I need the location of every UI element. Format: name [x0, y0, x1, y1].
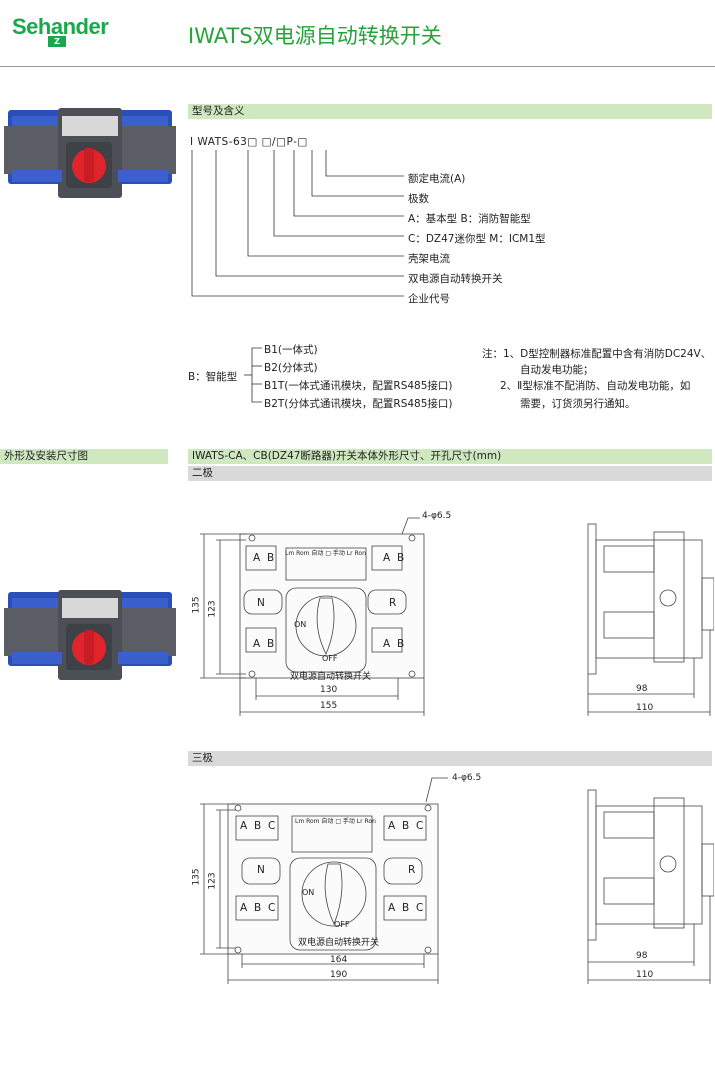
smart-option-b1: B1(一体式)	[264, 344, 318, 356]
model-meaning-type-cm: C：DZ47迷你型 M：ICM1型	[408, 233, 546, 245]
two-pole-hole-spec: 4-φ6.5	[422, 511, 452, 521]
three-pole-term-b-top-r: B	[402, 820, 410, 832]
smart-option-b2: B2(分体式)	[264, 362, 318, 374]
three-pole-indicators: Lm Rom 自动 □ 手动 Lr Ron	[295, 818, 376, 825]
three-pole-term-b-bottom-r: B	[402, 902, 410, 914]
two-pole-off-label: OFF	[322, 654, 338, 663]
three-pole-heading: 三极	[188, 751, 712, 766]
note-line-1: 注：1、D型控制器标准配置中含有消防DC24V、	[482, 348, 712, 360]
three-pole-width-outer: 190	[330, 970, 348, 980]
three-pole-side-n: N	[257, 864, 265, 876]
three-pole-depth-inner: 98	[636, 951, 648, 961]
page-title: IWATS双电源自动转换开关	[188, 24, 442, 48]
two-pole-term-b-top: B	[267, 552, 275, 564]
brand-mark-icon: Z	[48, 36, 66, 47]
smart-option-b2t: B2T(分体式通讯模块，配置RS485接口)	[264, 398, 453, 410]
two-pole-term-a-bottom-r: A	[383, 638, 391, 650]
three-pole-term-a-bottom: A	[240, 902, 248, 914]
model-meaning-rated-current: 额定电流(A)	[408, 173, 466, 185]
smart-option-b1t: B1T(一体式通讯模块，配置RS485接口)	[264, 380, 453, 392]
model-meaning-product: 双电源自动转换开关	[408, 273, 503, 285]
two-pole-width-outer: 155	[320, 701, 338, 711]
model-meaning-type-ab: A：基本型 B：消防智能型	[408, 213, 531, 225]
three-pole-width-inner: 164	[330, 955, 348, 965]
two-pole-term-a-top-r: A	[383, 552, 391, 564]
product-photo-bottom	[4, 590, 176, 680]
model-section-heading: 型号及含义	[188, 104, 712, 119]
dimension-heading: IWATS-CA、CB(DZ47断路器)开关本体外形尺寸、开孔尺寸(mm)	[188, 449, 712, 464]
three-pole-term-c-bottom-r: C	[416, 902, 424, 914]
three-pole-term-a-top: A	[240, 820, 248, 832]
two-pole-width-inner: 130	[320, 685, 338, 695]
note-line-2: 自动发电功能；	[520, 364, 594, 376]
three-pole-side-drawing	[587, 789, 714, 984]
three-pole-term-c-top: C	[268, 820, 276, 832]
three-pole-height-inner: 123	[207, 872, 218, 890]
three-pole-height-outer: 135	[191, 868, 202, 886]
three-pole-hole-spec: 4-φ6.5	[452, 773, 482, 783]
model-meaning-poles: 极数	[408, 193, 429, 205]
product-photo-top	[4, 108, 176, 198]
two-pole-indicators: Lm Rom 自动 □ 手动 Lr Ron	[285, 550, 366, 557]
three-pole-term-a-top-r: A	[388, 820, 396, 832]
two-pole-term-a-top: A	[253, 552, 261, 564]
model-meaning-frame-current: 壳架电流	[408, 253, 450, 265]
two-pole-side-n: N	[257, 597, 265, 609]
two-pole-depth-outer: 110	[636, 703, 654, 713]
two-pole-side-r: R	[389, 597, 397, 609]
two-pole-depth-inner: 98	[636, 684, 648, 694]
two-pole-term-b-top-r: B	[397, 552, 405, 564]
three-pole-term-c-bottom: C	[268, 902, 276, 914]
note-line-4: 需要，订货须另行通知。	[520, 398, 636, 410]
two-pole-heading: 二极	[188, 466, 712, 481]
header-divider	[0, 66, 715, 67]
smart-type-label: B：智能型	[188, 371, 238, 383]
two-pole-term-b-bottom: B	[267, 638, 275, 650]
model-meaning-company: 企业代号	[408, 293, 450, 305]
three-pole-on-label: ON	[302, 888, 315, 897]
two-pole-height-outer: 135	[191, 596, 202, 614]
three-pole-term-a-bottom-r: A	[388, 902, 396, 914]
two-pole-switch-label: 双电源自动转换开关	[290, 672, 372, 682]
three-pole-off-label: OFF	[334, 920, 350, 929]
three-pole-term-b-top: B	[254, 820, 262, 832]
brand-logo: Sehander	[12, 14, 109, 39]
two-pole-term-a-bottom: A	[253, 638, 261, 650]
model-code: I WATS-63□ □/□P-□	[190, 136, 308, 148]
three-pole-term-b-bottom: B	[254, 902, 262, 914]
three-pole-depth-outer: 110	[636, 970, 654, 980]
dimension-side-heading: 外形及安装尺寸图	[0, 449, 168, 464]
two-pole-side-drawing	[587, 523, 714, 716]
two-pole-front-drawing	[200, 517, 425, 716]
model-code-leader-lines	[191, 150, 404, 297]
three-pole-side-r: R	[408, 864, 416, 876]
three-pole-front-drawing	[200, 777, 448, 984]
two-pole-on-label: ON	[294, 620, 307, 629]
three-pole-term-c-top-r: C	[416, 820, 424, 832]
three-pole-switch-label: 双电源自动转换开关	[298, 938, 380, 948]
note-line-3: 2、Ⅱ型标准不配消防、自动发电功能，如	[500, 380, 691, 392]
smart-type-bracket	[244, 347, 262, 403]
two-pole-height-inner: 123	[207, 600, 218, 618]
two-pole-term-b-bottom-r: B	[397, 638, 405, 650]
